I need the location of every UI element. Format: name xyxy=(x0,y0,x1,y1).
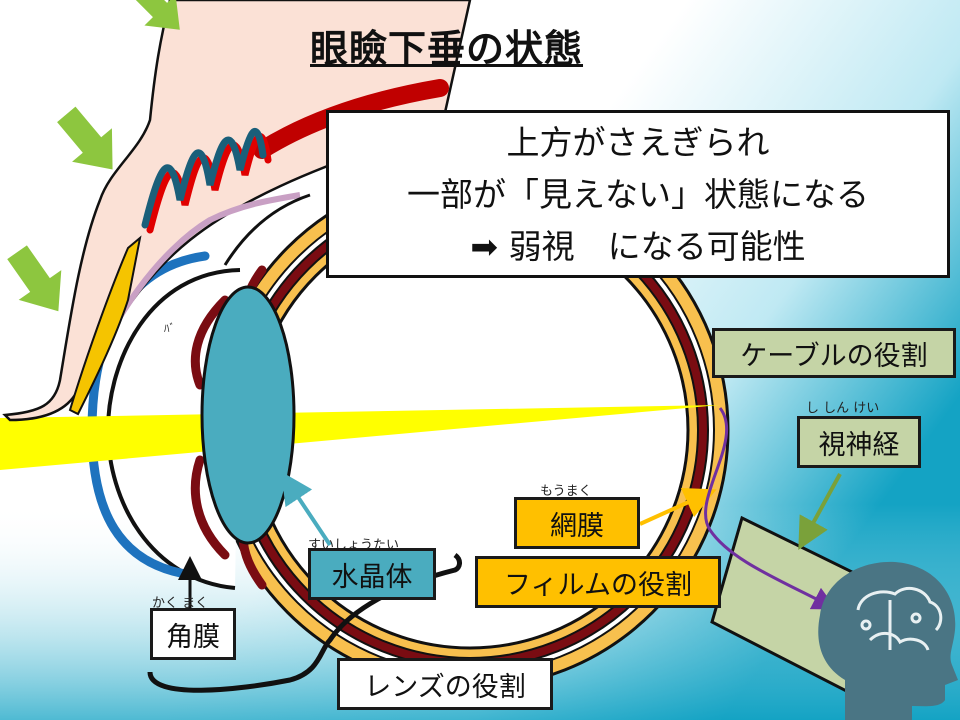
lens-arrow xyxy=(281,471,332,547)
retina-label: 網膜 xyxy=(514,497,640,549)
film-role-label: フィルムの役割 xyxy=(475,556,721,608)
tarsal-plate xyxy=(68,235,142,416)
light-beam xyxy=(0,405,720,470)
cornea-label: 角膜 xyxy=(150,608,236,660)
callout-line-2: 一部が「見えない」状態になる xyxy=(407,175,869,214)
callout-line-3-text: 弱視 になる可能性 xyxy=(508,227,806,266)
brain-head-icon xyxy=(818,561,958,720)
cable-role-label: ケーブルの役割 xyxy=(712,328,956,378)
callout-line-3: ➡ 弱視 になる可能性 xyxy=(329,221,947,273)
arrow-right-icon: ➡ xyxy=(470,227,499,266)
iris-ruby: ﾊﾞ xyxy=(164,322,175,335)
arrow-down-left-icon xyxy=(57,106,113,170)
signal-path-arrow xyxy=(704,407,837,610)
optic-nerve-arrow xyxy=(798,473,842,551)
crystalline-lens xyxy=(200,285,296,545)
callout-box: 上方がさえぎられ 一部が「見えない」状態になる ➡ 弱視 になる可能性 xyxy=(326,110,950,278)
callout-line-1: 上方がさえぎられ xyxy=(506,123,770,162)
lens-role-bracket xyxy=(147,552,462,693)
crystalline-lens-label: 水晶体 xyxy=(308,548,436,600)
page-title: 眼瞼下垂の状態 xyxy=(310,27,584,71)
optic-nerve-label: 視神経 xyxy=(797,416,921,468)
retina-arrow xyxy=(639,488,717,526)
lens-role-label: レンズの役割 xyxy=(337,658,553,710)
cornea-ruby: かく まく xyxy=(152,596,209,611)
arrow-down-left-icon xyxy=(7,245,62,312)
retina-ruby: もうまく xyxy=(540,484,592,499)
optic-nerve-ruby: し しん けい xyxy=(806,401,880,416)
arrow-down-left-icon xyxy=(128,0,180,30)
